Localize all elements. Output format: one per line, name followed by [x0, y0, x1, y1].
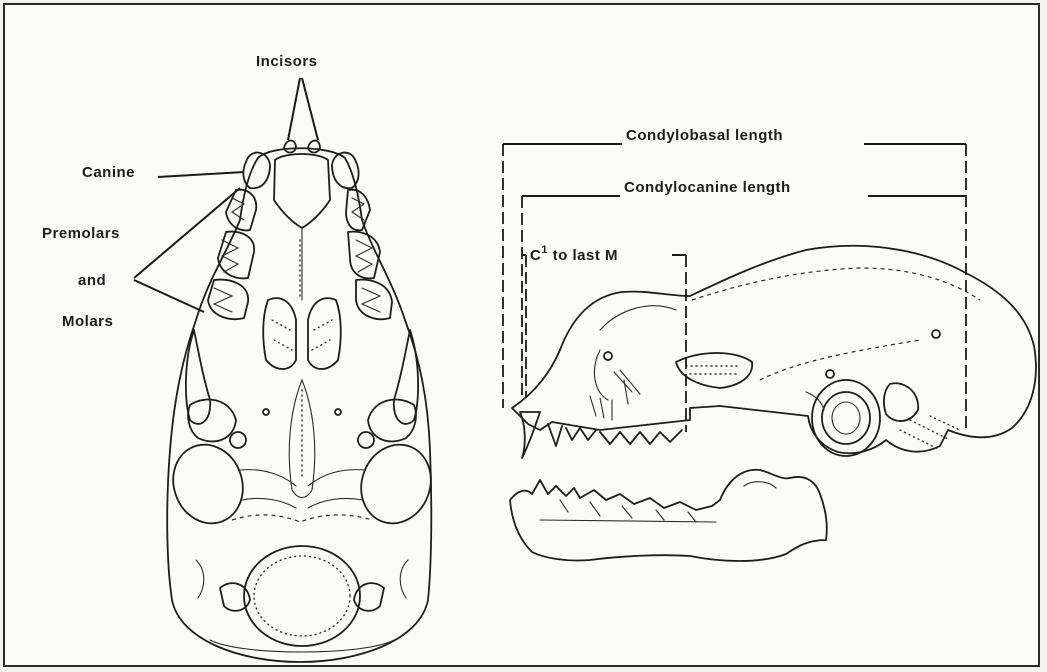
foramen-magnum: [244, 546, 360, 646]
ventral-leader-lines: [134, 78, 318, 312]
incisor-right: [308, 141, 320, 153]
tooth-row-right: [346, 190, 392, 320]
label-and: and: [78, 272, 106, 289]
mandible-outline: [510, 470, 827, 561]
upper-canine: [520, 412, 540, 458]
incisor-left: [284, 141, 296, 153]
label-incisors: Incisors: [256, 53, 318, 70]
label-condylobasal-length: Condylobasal length: [626, 127, 783, 144]
label-molars: Molars: [62, 313, 113, 330]
label-condylocanine-length: Condylocanine length: [624, 179, 791, 196]
palate: [274, 154, 330, 228]
label-canine: Canine: [82, 164, 135, 181]
bulla-right: [350, 435, 441, 533]
label-premolars: Premolars: [42, 225, 120, 242]
lateral-skull-outline: [512, 246, 1036, 453]
label-c1-to-last-m: C1 to last M: [530, 244, 618, 264]
mandible: [510, 470, 827, 561]
bulla-left: [162, 435, 253, 533]
lateral-skull-view: [512, 246, 1036, 458]
